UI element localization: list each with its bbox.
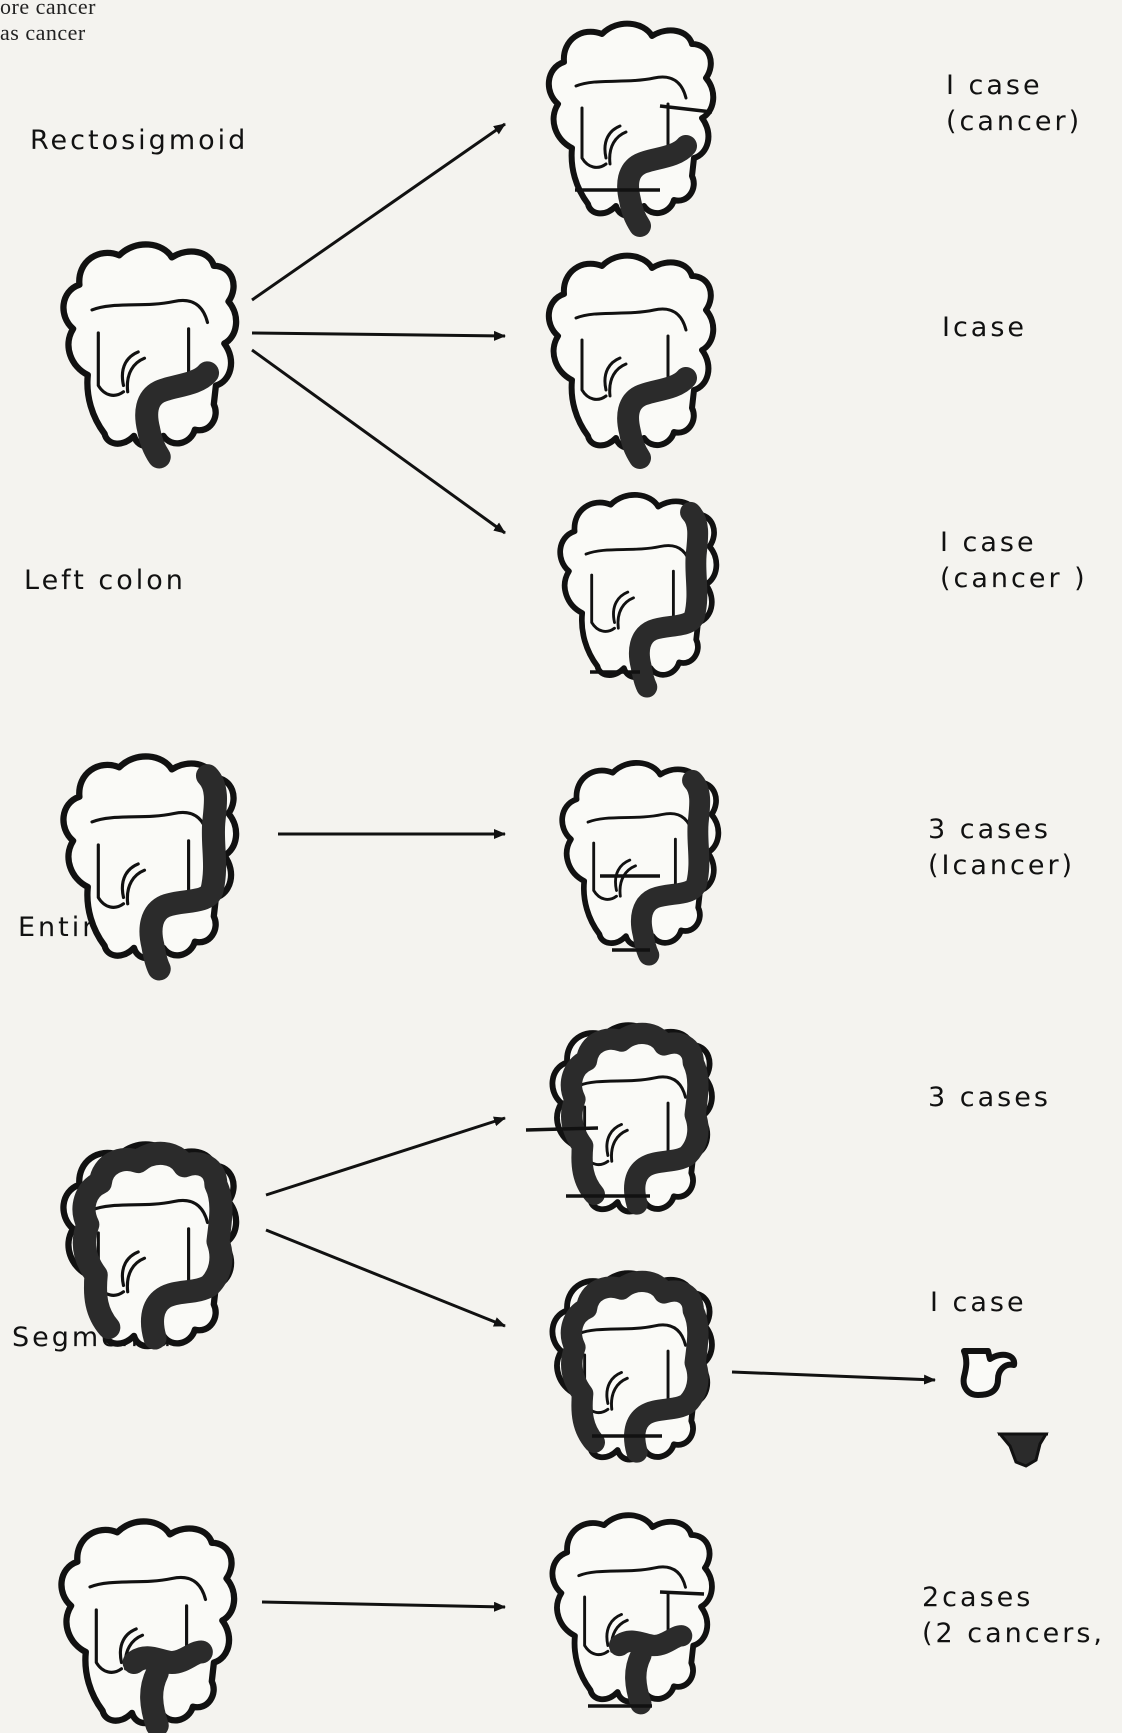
- cut-line: [526, 1128, 598, 1130]
- colon-left-source: [63, 756, 236, 968]
- colon-result-5: [552, 1025, 712, 1211]
- colon-result-3: [560, 495, 716, 687]
- arrow-remnant: [732, 1372, 935, 1380]
- remnant-pouch: [964, 1351, 1015, 1395]
- colon-result-4: [562, 763, 718, 955]
- arrow-rectosigmoid-1: [252, 124, 505, 300]
- colon-result-2: [549, 256, 713, 458]
- cut-line: [660, 1592, 704, 1594]
- colon-rectosigmoid-source: [63, 244, 236, 456]
- remnant-rectum: [998, 1434, 1048, 1466]
- arrow-rectosigmoid-3: [252, 350, 505, 533]
- colon-result-1: [549, 24, 713, 226]
- colon-segmental-source: [61, 1521, 234, 1725]
- colon-result-6: [552, 1273, 712, 1459]
- arrow-segmental: [262, 1602, 505, 1607]
- arrow-rectosigmoid-2: [252, 333, 505, 336]
- arrow-entire-colon-2: [266, 1230, 505, 1326]
- colon-entire-source: [63, 1144, 236, 1346]
- colon-result-7: [552, 1515, 712, 1704]
- arrow-entire-colon-1: [266, 1118, 505, 1195]
